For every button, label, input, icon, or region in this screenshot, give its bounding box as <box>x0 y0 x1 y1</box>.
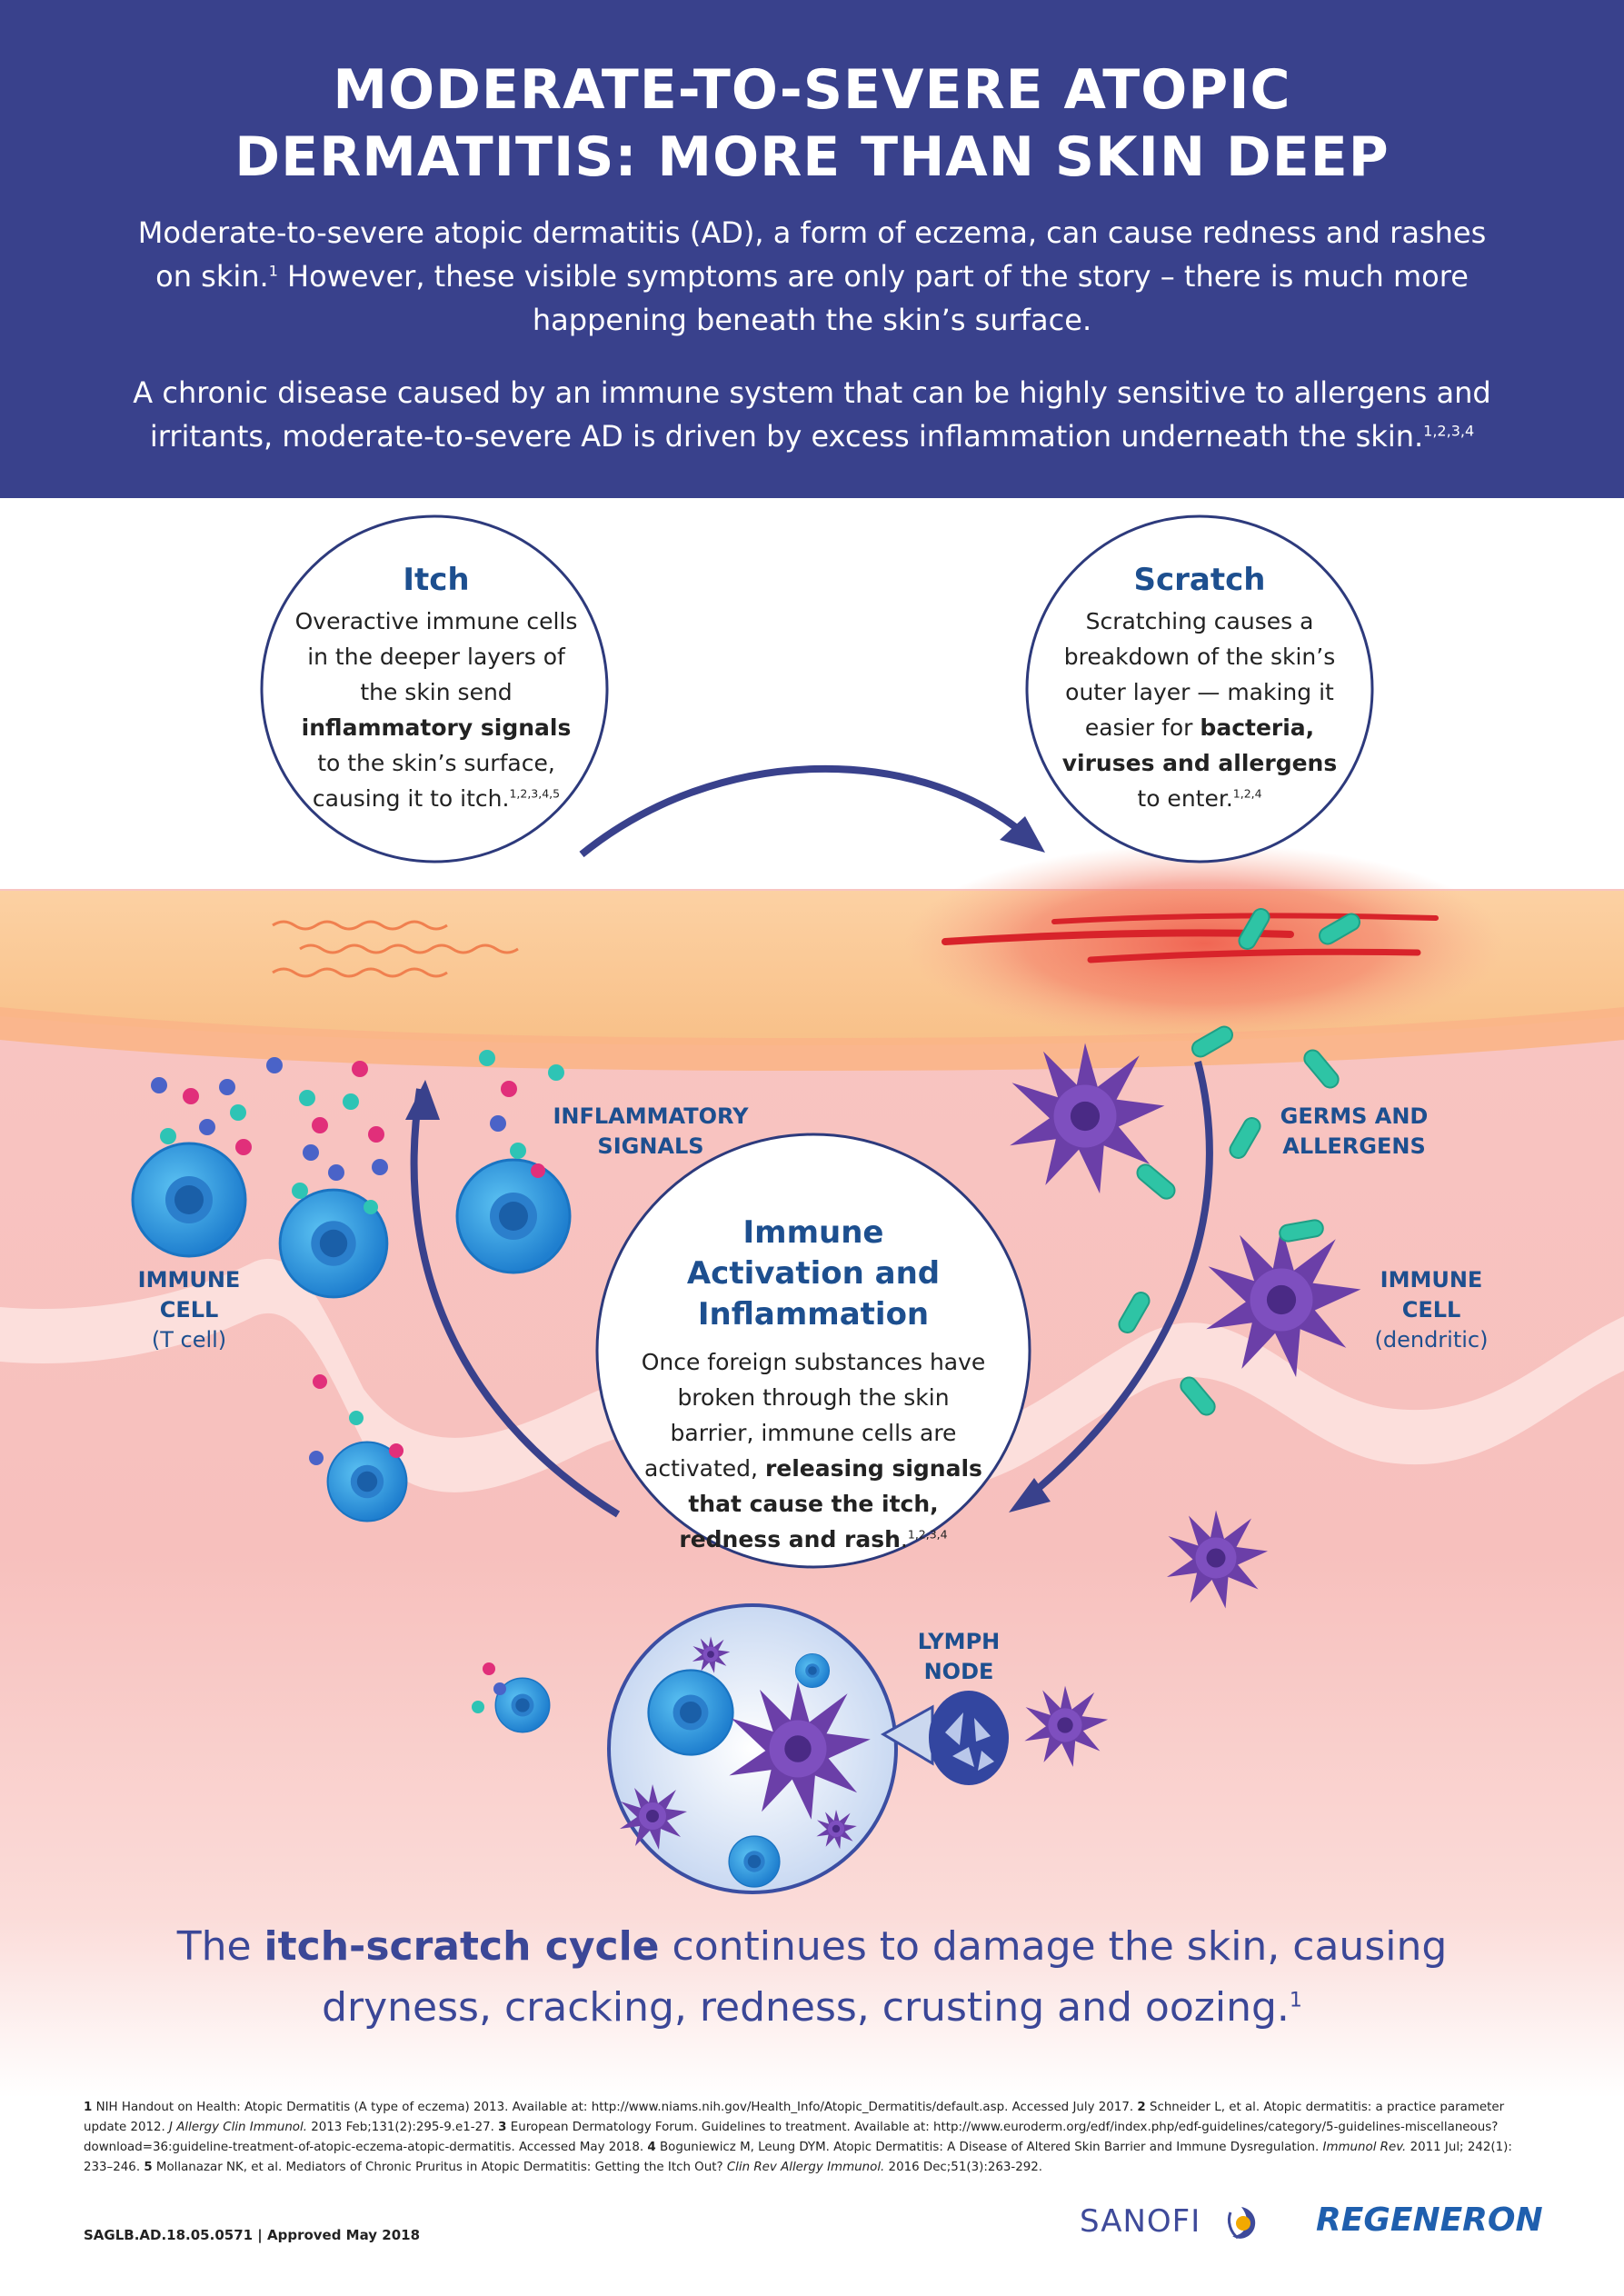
scratch-title: Scratch <box>1133 562 1266 598</box>
approval-code: SAGLB.AD.18.05.0571 | Approved May 2018 <box>84 2227 421 2243</box>
immune-activation-circle <box>595 1133 1031 1569</box>
title-line-1: MODERATE-TO-SEVERE ATOPIC <box>333 58 1291 122</box>
statement-bold: itch-scratch cycle <box>264 1923 660 1970</box>
itch-circle <box>260 514 609 863</box>
t-cell-label: IMMUNE CELL (T cell) <box>116 1265 262 1355</box>
ref-1-text: NIH Handout on Health: Atopic Dermatitis… <box>92 2101 1138 2114</box>
lymph-node-icon <box>929 1691 1009 1785</box>
statement-post: continues to damage the skin, causing dr… <box>322 1923 1448 2031</box>
intro-1-sup: 1 <box>268 262 278 280</box>
regeneron-logo: REGENERON <box>1316 2201 1543 2239</box>
sanofi-logo: SANOFI <box>1080 2203 1201 2240</box>
ref-2-text: Schneider L, et al. Atopic dermatitis: a… <box>84 2101 1505 2134</box>
sanofi-logo-icon <box>1227 2207 1256 2240</box>
ref-4-tail: 2011 Jul; 242(1): 233–246. <box>84 2141 1512 2174</box>
ref-3-number: 3 <box>498 2121 507 2134</box>
intro-paragraph-1: Moderate-to-severe atopic dermatitis (AD… <box>127 211 1497 342</box>
title-line-2: DERMATITIS: MORE THAN SKIN DEEP <box>234 125 1390 189</box>
immune-body-text: Once foreign substances have broken thro… <box>641 1349 986 1482</box>
itch-body-tail: to the skin’s surface, causing it to itc… <box>312 750 555 812</box>
immune-title-line-1: Immune <box>742 1214 884 1251</box>
dendritic-label-line-3: (dendritic) <box>1374 1327 1489 1353</box>
scratch-body-text: Scratching causes a breakdown of the ski… <box>1063 608 1336 741</box>
germs-allergens-label: GERMS AND ALLERGENS <box>1267 1102 1441 1162</box>
statement-sup: 1 <box>1289 1989 1302 2012</box>
t-cell-label-line-2: CELL <box>159 1297 219 1323</box>
intro-1-text: Moderate-to-severe atopic dermatitis (AD… <box>137 215 1487 294</box>
ref-4-number: 4 <box>647 2141 656 2154</box>
scratch-body-tail: to enter. <box>1137 785 1233 812</box>
scratch-body: Scratching causes a breakdown of the ski… <box>1054 604 1345 816</box>
scratch-panel: Scratch Scratching causes a breakdown of… <box>1054 560 1345 816</box>
ref-2-tail: 2013 Feb;131(2):295-9.e1-27. <box>306 2121 499 2134</box>
skin-cross-section <box>0 514 1624 2098</box>
lymph-label-line-2: NODE <box>923 1659 994 1684</box>
ref-2-journal: J Allergy Clin Immunol. <box>169 2121 307 2134</box>
t-cell-label-line-3: (T cell) <box>151 1327 227 1353</box>
skin-illustration: Itch Overactive immune cells in the deep… <box>0 498 1624 2098</box>
header-banner: MODERATE-TO-SEVERE ATOPIC DERMATITIS: MO… <box>0 0 1624 498</box>
statement-pre: The <box>176 1923 264 1970</box>
immune-body-bold: releasing signals that cause the itch, r… <box>679 1455 982 1552</box>
ref-5-number: 5 <box>144 2161 153 2174</box>
intro-2-sup: 1,2,3,4 <box>1423 422 1475 440</box>
germs-label-line-2: ALLERGENS <box>1282 1133 1426 1159</box>
ref-3-text: European Dermatology Forum. Guidelines t… <box>84 2121 1499 2154</box>
t-cell-label-line-1: IMMUNE <box>137 1267 241 1293</box>
itch-body: Overactive immune cells in the deeper la… <box>291 604 582 816</box>
immune-sup: 1,2,3,4 <box>907 1527 948 1542</box>
ref-2-number: 2 <box>1137 2101 1146 2114</box>
immune-title-line-2: Activation and <box>686 1255 941 1292</box>
immune-body-tail: . <box>900 1526 908 1552</box>
scratch-sup: 1,2,4 <box>1232 786 1262 801</box>
page-title: MODERATE-TO-SEVERE ATOPIC DERMATITIS: MO… <box>0 56 1624 191</box>
ref-4-journal: Immunol Rev. <box>1322 2141 1407 2154</box>
ref-5-journal: Clin Rev Allergy Immunol. <box>726 2161 885 2174</box>
scratch-body-bold: bacteria, viruses and allergens <box>1061 714 1338 776</box>
immune-title: Immune Activation and Inflammation <box>636 1213 991 1335</box>
lymph-label-line-1: LYMPH <box>917 1629 1001 1654</box>
dendritic-label-line-2: CELL <box>1401 1297 1461 1323</box>
immune-activation-panel: Immune Activation and Inflammation Once … <box>636 1213 991 1557</box>
dendritic-cell-label: IMMUNE CELL (dendritic) <box>1354 1265 1509 1355</box>
itch-panel: Itch Overactive immune cells in the deep… <box>291 560 582 816</box>
itch-body-text: Overactive immune cells in the deeper la… <box>294 608 578 705</box>
inflammatory-label-line-1: INFLAMMATORY <box>553 1103 749 1129</box>
itch-title: Itch <box>403 562 470 598</box>
itch-sup: 1,2,3,4,5 <box>509 786 561 801</box>
references: 1 NIH Handout on Health: Atopic Dermatit… <box>84 2098 1545 2178</box>
intro-1-tail: However, these visible symptoms are only… <box>277 259 1469 337</box>
intro-2-text: A chronic disease caused by an immune sy… <box>133 375 1491 454</box>
inflammatory-label-line-2: SIGNALS <box>597 1133 704 1159</box>
germs-label-line-1: GERMS AND <box>1280 1103 1429 1129</box>
lymph-node-label: LYMPH NODE <box>900 1627 1018 1687</box>
ref-5-text: Mollanazar NK, et al. Mediators of Chron… <box>152 2161 727 2174</box>
ref-1-number: 1 <box>84 2101 93 2114</box>
intro-paragraph-2: A chronic disease caused by an immune sy… <box>127 371 1497 458</box>
immune-body: Once foreign substances have broken thro… <box>636 1344 991 1557</box>
inflammatory-signals-label: INFLAMMATORY SIGNALS <box>545 1102 756 1162</box>
ref-4-text: Boguniewicz M, Leung DYM. Atopic Dermati… <box>655 2141 1323 2154</box>
dendritic-label-line-1: IMMUNE <box>1380 1267 1483 1293</box>
immune-title-line-3: Inflammation <box>697 1296 930 1333</box>
scratch-circle <box>1025 514 1374 863</box>
itch-body-bold: inflammatory signals <box>301 714 572 741</box>
ref-5-tail: 2016 Dec;51(3):263-292. <box>884 2161 1043 2174</box>
itch-scratch-statement: The itch-scratch cycle continues to dama… <box>91 1916 1533 2038</box>
